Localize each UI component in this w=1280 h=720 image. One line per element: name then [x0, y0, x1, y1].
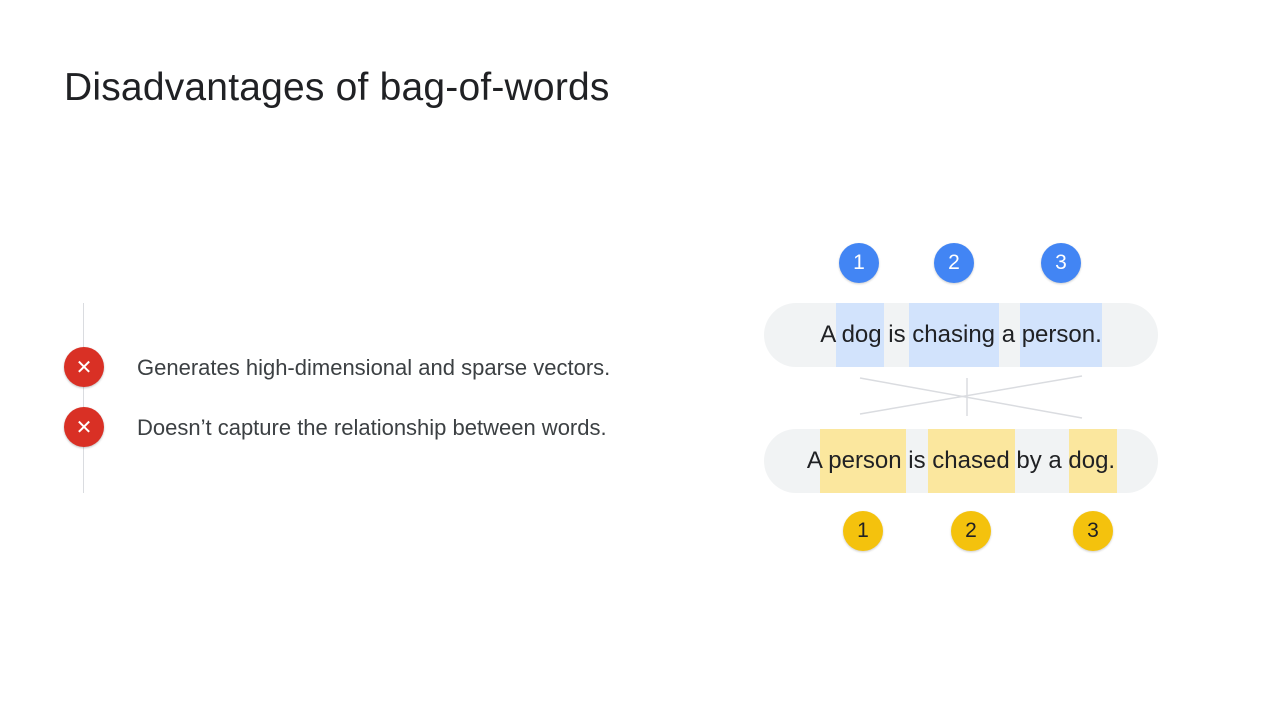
bullet-divider-line	[83, 303, 84, 493]
crossing-lines	[859, 375, 1083, 419]
word-highlight-person	[820, 429, 906, 493]
top-number-badge-3: 3	[1041, 243, 1081, 283]
top-sentence-pill: A dog is chasing a person.	[764, 303, 1158, 367]
bullet-text: Doesn’t capture the relationship between…	[137, 415, 607, 440]
word-highlight-chased	[928, 429, 1015, 493]
x-mark-icon: ✕	[64, 407, 104, 447]
bottom-sentence: A person is chased by a dog.	[806, 447, 1116, 474]
bottom-number-badge-1: 1	[843, 511, 883, 551]
bullet-text: Generates high-dimensional and sparse ve…	[137, 355, 611, 380]
top-sentence: A dog is chasing a person.	[820, 321, 1102, 348]
top-number-badge-1: 1	[839, 243, 879, 283]
word-highlight-chasing	[909, 303, 999, 367]
word-highlight-person	[1020, 303, 1102, 367]
bottom-number-badge-3: 3	[1073, 511, 1113, 551]
x-mark-icon: ✕	[64, 347, 104, 387]
top-number-badge-2: 2	[934, 243, 974, 283]
bottom-sentence-pill: A person is chased by a dog.	[764, 429, 1158, 493]
word-highlight-dog	[1069, 429, 1117, 493]
bottom-number-badge-2: 2	[951, 511, 991, 551]
slide-title: Disadvantages of bag-of-words	[64, 66, 610, 109]
word-highlight-dog	[836, 303, 884, 367]
